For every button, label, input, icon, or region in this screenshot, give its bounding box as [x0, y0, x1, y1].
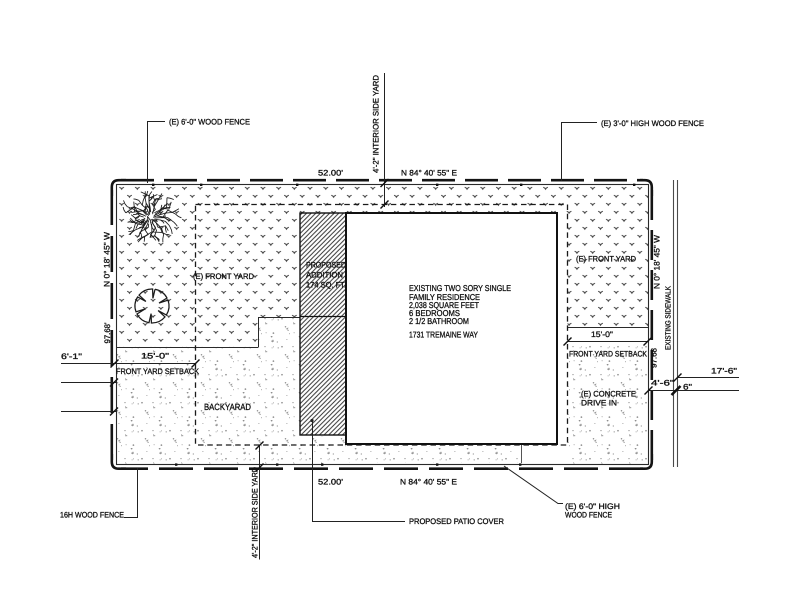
svg-text:52.00': 52.00'	[318, 478, 344, 487]
svg-text:(E) FRONT YARD: (E) FRONT YARD	[576, 255, 636, 264]
svg-text:EXISTING TWO SORY SINGLE: EXISTING TWO SORY SINGLE	[409, 283, 511, 293]
svg-text:(E) 3'-0" HIGH WOOD FENCE: (E) 3'-0" HIGH WOOD FENCE	[601, 119, 704, 128]
svg-text:97.68: 97.68	[650, 347, 659, 368]
svg-text:16H WOOD FENCE: 16H WOOD FENCE	[60, 511, 124, 520]
svg-text:97.68': 97.68'	[103, 322, 112, 343]
svg-text:15'-0": 15'-0"	[591, 330, 613, 339]
svg-text:1731 TREMAINE WAY: 1731 TREMAINE WAY	[409, 330, 478, 340]
svg-text:N 0° 18' 45" W: N 0° 18' 45" W	[103, 232, 112, 287]
svg-text:2,038 SQUARE FEET: 2,038 SQUARE FEET	[409, 300, 479, 310]
svg-text:BACKYARAD: BACKYARAD	[204, 402, 251, 412]
svg-text:52.00': 52.00'	[318, 169, 344, 178]
svg-text:WOOD FENCE: WOOD FENCE	[565, 511, 612, 520]
svg-text:6'-1": 6'-1"	[61, 352, 82, 361]
svg-text:PROPOSED PATIO COVER: PROPOSED PATIO COVER	[409, 517, 504, 526]
svg-text:4'-2" INTERIOR SIDE YARD: 4'-2" INTERIOR SIDE YARD	[251, 467, 260, 558]
svg-text:FRONT YARD SETBACK: FRONT YARD SETBACK	[116, 367, 200, 376]
svg-text:FRONT YARD SETBACK: FRONT YARD SETBACK	[569, 350, 648, 359]
svg-text:DRIVE IN: DRIVE IN	[581, 399, 617, 408]
svg-text:15'-0": 15'-0"	[141, 352, 169, 361]
svg-text:PROPOSED: PROPOSED	[306, 261, 346, 270]
svg-text:6 BEDROOMS: 6 BEDROOMS	[409, 308, 460, 318]
svg-text:(E) CONCRETE: (E) CONCRETE	[581, 390, 636, 399]
svg-text:(E) FRONT YARD: (E) FRONT YARD	[193, 272, 254, 281]
svg-text:N 0° 18' 45" W: N 0° 18' 45" W	[653, 235, 662, 289]
svg-text:ADDITION: ADDITION	[306, 271, 343, 280]
svg-text:174 SQ. FT.: 174 SQ. FT.	[306, 281, 346, 290]
svg-text:N 84° 40' 55" E: N 84° 40' 55" E	[400, 478, 457, 487]
svg-text:6": 6"	[683, 383, 692, 392]
svg-text:4'-6": 4'-6"	[651, 379, 674, 388]
svg-text:EXISTING SIDEWALK: EXISTING SIDEWALK	[664, 286, 673, 350]
svg-text:17'-6": 17'-6"	[711, 367, 737, 376]
svg-text:(E) 6'-0" WOOD FENCE: (E) 6'-0" WOOD FENCE	[169, 118, 250, 127]
svg-text:FAMILY RESIDENCE: FAMILY RESIDENCE	[409, 292, 480, 302]
svg-text:(E) 6'-0" HIGH: (E) 6'-0" HIGH	[565, 502, 620, 511]
svg-text:2 1/2 BATHROOM: 2 1/2 BATHROOM	[409, 316, 469, 326]
svg-text:4'-2" INTERIOR SIDE YARD: 4'-2" INTERIOR SIDE YARD	[372, 75, 381, 173]
svg-text:N 84° 40' 55" E: N 84° 40' 55" E	[401, 169, 457, 178]
